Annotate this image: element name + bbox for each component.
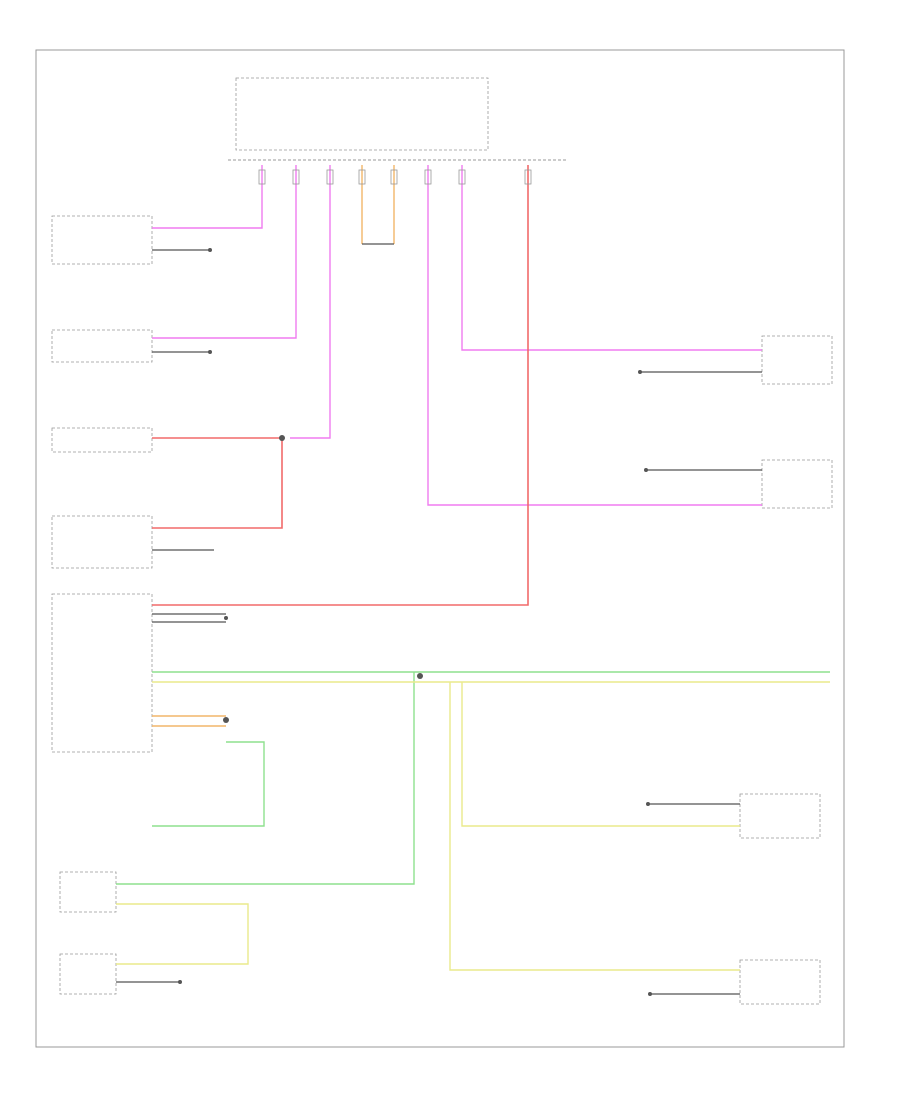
- ground-dot-3: [224, 616, 228, 620]
- right-rear-switch-box: [761, 335, 833, 385]
- wire-black-4: [152, 613, 226, 623]
- ground-dot-4: [638, 370, 642, 374]
- passenger-switch-box: [51, 215, 153, 265]
- splice-orange: [223, 717, 229, 723]
- diagram-frame: [35, 49, 845, 1048]
- wire-red-1: [152, 165, 529, 606]
- switch-lower-box-2: [59, 953, 117, 995]
- rear-switch-box: [51, 329, 153, 363]
- ground-symbols: [178, 248, 652, 996]
- ground-dot-8: [178, 980, 182, 984]
- wire-green-switch: [152, 741, 265, 827]
- switch-lower-box: [59, 871, 117, 913]
- top-pin-8: [524, 169, 532, 185]
- cluster-box: [51, 593, 153, 753]
- wire-pink-5: [461, 165, 762, 351]
- ground-dot-5: [644, 468, 648, 472]
- wire-pink-2: [152, 165, 297, 339]
- ground-dot-2: [208, 350, 212, 354]
- top-module-box: [235, 77, 489, 151]
- top-pin-7: [458, 169, 466, 185]
- wire-green-splice: [116, 672, 415, 885]
- top-connector-pins: [258, 169, 532, 185]
- ground-dot-6: [646, 802, 650, 806]
- top-pin-3: [326, 169, 334, 185]
- ground-dot-1: [208, 248, 212, 252]
- wire-yellow-lower: [116, 903, 249, 965]
- wire-yellow-drop: [449, 682, 740, 971]
- wire-yellow-right: [461, 682, 740, 827]
- liftgate-lamp-left-box: [739, 959, 821, 1005]
- splice-points: [223, 435, 423, 723]
- splice-red: [279, 435, 285, 441]
- wire-pink-3: [290, 165, 331, 439]
- top-pin-5: [390, 169, 398, 185]
- top-pin-6: [424, 169, 432, 185]
- splice-center: [417, 673, 423, 679]
- ground-dot-7: [648, 992, 652, 996]
- power-lift-switch-box: [51, 515, 153, 569]
- wire-pink-1: [152, 165, 263, 229]
- top-pin-4: [358, 169, 366, 185]
- top-pin-2: [292, 169, 300, 185]
- wire-red-2: [152, 440, 283, 529]
- top-pin-1: [258, 169, 266, 185]
- left-rear-switch-box: [761, 459, 833, 509]
- wire-pink-4: [427, 165, 762, 506]
- lift-switch-box: [51, 427, 153, 453]
- liftgate-lamp-right-box: [739, 793, 821, 839]
